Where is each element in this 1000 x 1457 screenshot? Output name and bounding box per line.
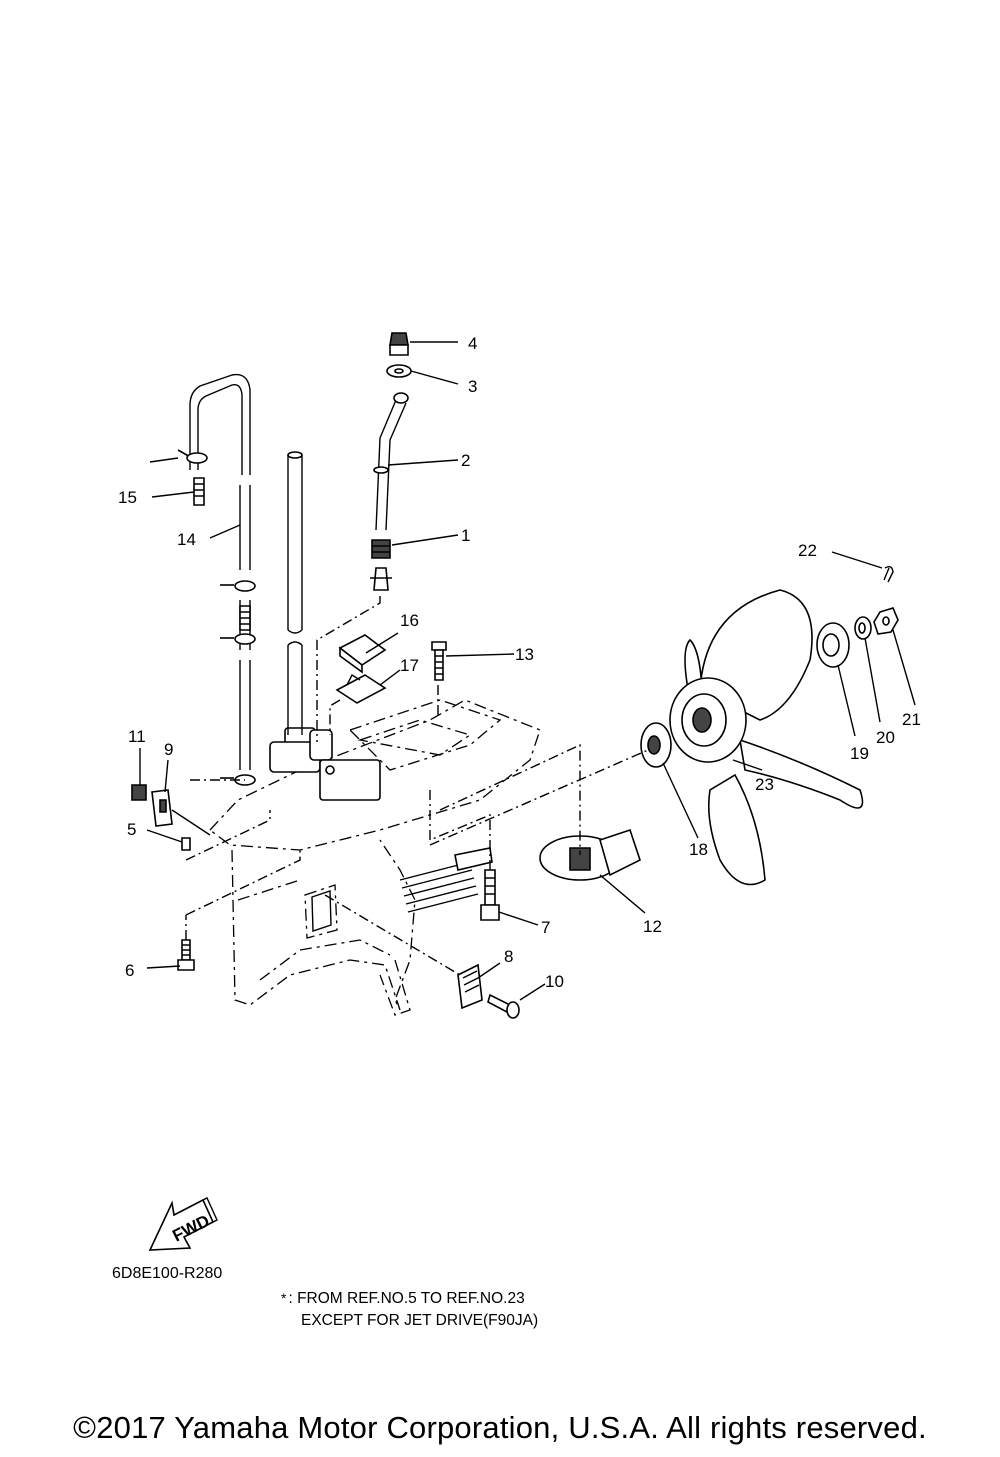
nut-21 (873, 607, 899, 635)
spacer-19 (816, 622, 850, 668)
center-lines (185, 596, 649, 976)
propeller-23 (669, 589, 864, 886)
water-pipe-assembly (370, 332, 412, 591)
bolt-6 (177, 939, 195, 971)
plate-8 (457, 963, 483, 1010)
copyright-footer: ©2017 Yamaha Motor Corporation, U.S.A. A… (73, 1410, 927, 1445)
callout-20: 20 (876, 728, 895, 747)
callout-22: 22 (798, 541, 817, 560)
note-line-2: EXCEPT FOR JET DRIVE(F90JA) (301, 1312, 539, 1329)
note-line-1-text: : FROM REF.NO.5 TO REF.NO.23 (288, 1290, 525, 1307)
anode-16 (338, 634, 387, 674)
callout-11: 11 (128, 727, 146, 746)
callout-4: 4 (468, 334, 477, 353)
bolt-7 (480, 869, 500, 921)
callout-23: 23 (755, 775, 774, 794)
leader-lines (139, 341, 916, 1001)
applicability-note: *: FROM REF.NO.5 TO REF.NO.23 EXCEPT FOR… (281, 1287, 538, 1332)
fwd-arrow-icon: FWD (148, 1197, 218, 1251)
callout-15: 15 (118, 488, 137, 507)
callout-numbers: 4 3 2 1 15 14 16 17 13 11 9 5 6 7 12 8 1… (118, 334, 921, 991)
plate-9 (151, 789, 173, 827)
screw-10 (487, 993, 520, 1019)
cotter-pin-22 (883, 565, 894, 583)
callout-19: 19 (850, 744, 869, 763)
trim-tab-12 (539, 828, 641, 881)
diagram-ref-code: 6D8E100-R280 (112, 1265, 223, 1282)
callout-14: 14 (177, 530, 196, 549)
water-hose (177, 373, 256, 786)
callout-13: 13 (515, 645, 534, 664)
note-marker: * (281, 1290, 287, 1306)
callout-12: 12 (643, 917, 662, 936)
callout-16: 16 (400, 611, 419, 630)
washer-20 (854, 616, 872, 640)
callout-18: 18 (689, 840, 708, 859)
callout-5: 5 (127, 820, 136, 839)
callout-6: 6 (125, 961, 134, 980)
drive-shaft (287, 451, 303, 735)
pin-5 (181, 837, 191, 851)
lower-case (209, 699, 541, 1016)
callout-10: 10 (545, 972, 564, 991)
note-line-1: *: FROM REF.NO.5 TO REF.NO.23 (281, 1287, 538, 1310)
anode-17 (335, 673, 387, 704)
washer-18 (640, 722, 672, 768)
callout-9: 9 (164, 740, 173, 759)
callout-21: 21 (902, 710, 921, 729)
callout-3: 3 (468, 377, 477, 396)
bolt-13 (431, 641, 447, 681)
callout-17: 17 (400, 656, 419, 675)
callout-7: 7 (541, 918, 550, 937)
callout-2: 2 (461, 451, 470, 470)
callout-8: 8 (504, 947, 513, 966)
callout-1: 1 (461, 526, 470, 545)
bolt-11 (131, 784, 147, 801)
